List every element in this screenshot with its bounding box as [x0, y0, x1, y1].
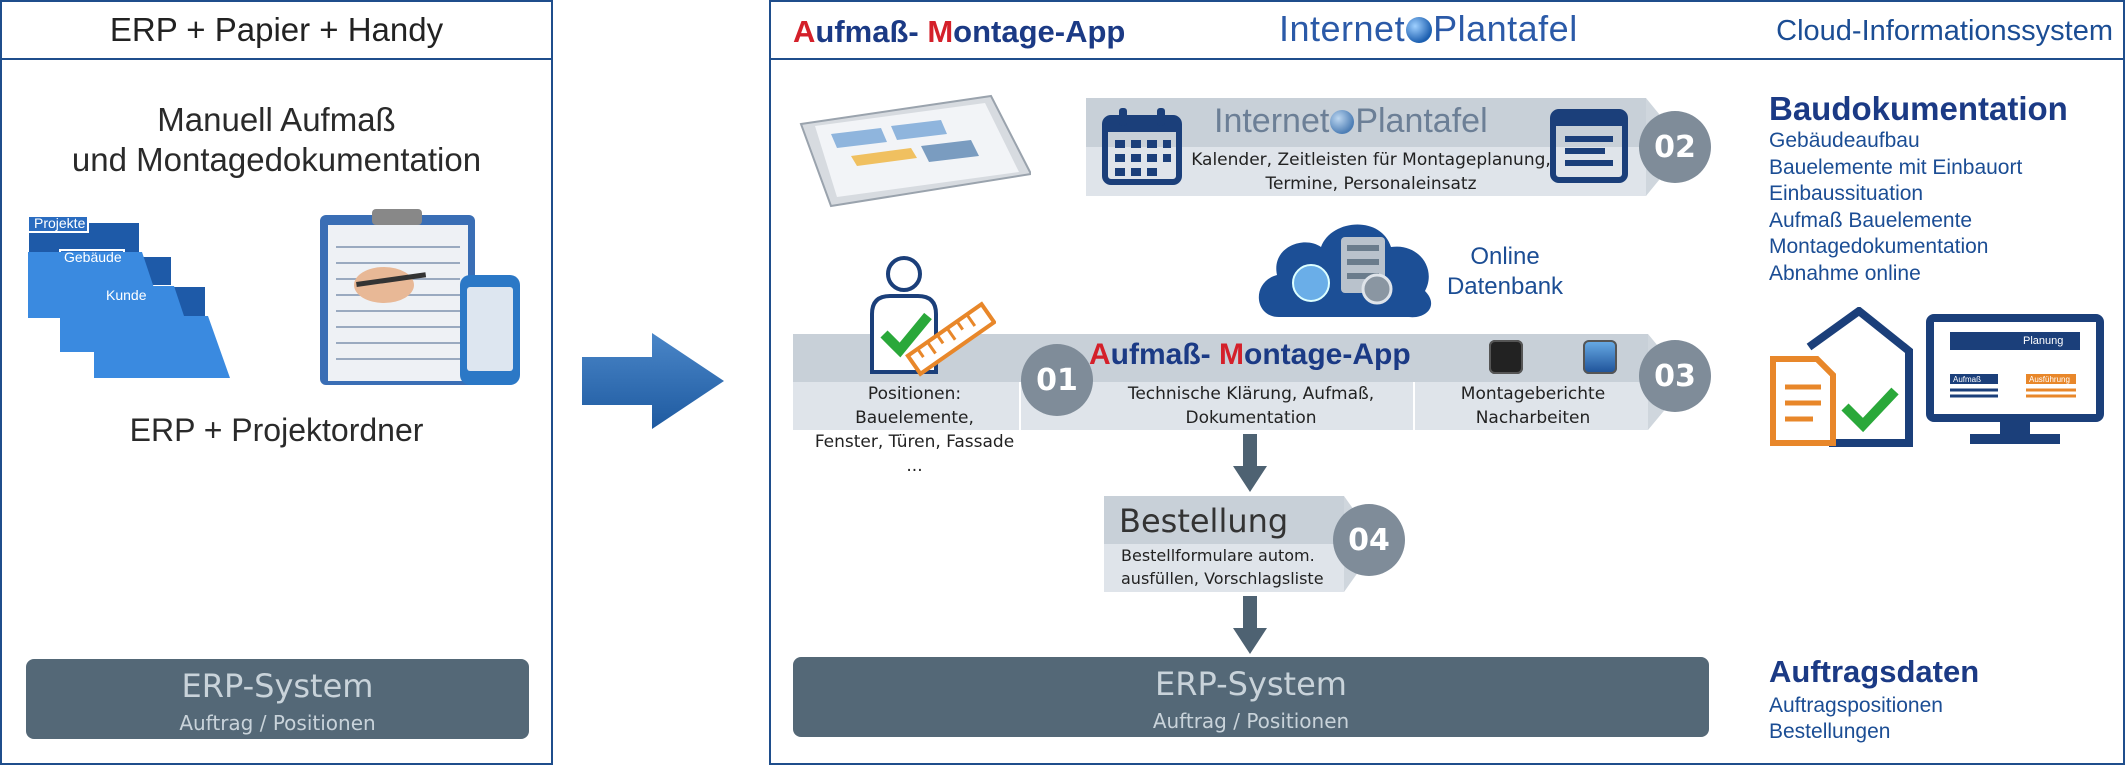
left-erp-title: ERP-System [181, 667, 374, 705]
database-label-line1: Online [1470, 243, 1540, 270]
monitor-label-aufmass: Aufmaß [1953, 375, 1982, 384]
step-number-02: 02 [1639, 111, 1711, 183]
folder-label-kunde: Kunde [106, 287, 147, 303]
header-brand-part1: Internet [1279, 8, 1406, 49]
app-bar-mid-text: Technische Klärung, Aufmaß, Dokumentatio… [1101, 382, 1401, 430]
auftrag-list: Auftragspositionen Bestellungen [1769, 693, 1943, 745]
header-app-app: App [1065, 14, 1126, 49]
app-bar-title-app: App [1352, 338, 1411, 371]
baudoku-item-5: Montagedokumentation [1769, 235, 1989, 258]
app-bar-title-a: A [1089, 338, 1111, 371]
bestellung-text: Bestellformulare autom. ausfüllen, Vorsc… [1121, 544, 1324, 590]
header-app-ufmass: ufmaß- [815, 14, 928, 49]
baudoku-item-2: Bauelemente mit Einbauort [1769, 155, 2023, 179]
person-measure-icon [870, 256, 996, 377]
globe-icon [1406, 17, 1433, 43]
plantafel-brand-part2: Plantafel [1355, 102, 1488, 140]
monitor-label-planung: Planung [2023, 335, 2064, 347]
left-panel-header: ERP + Papier + Handy [2, 2, 551, 60]
plantafel-desc-line2: Termine, Personaleinsatz [1265, 174, 1477, 194]
app-bar-left-line1: Positionen: Bauelemente, [855, 384, 974, 428]
left-erp-subtitle: Auftrag / Positionen [179, 711, 376, 735]
app-bar-title-ufmass: ufmaß- [1110, 338, 1219, 371]
left-title-line2: und Montagedokumentation [71, 141, 482, 178]
plantafel-brand-part1: Internet [1214, 102, 1330, 140]
left-caption: ERP + Projektordner [129, 412, 424, 448]
baudoku-list: Gebäudeaufbau Bauelemente mit Einbauort … [1769, 128, 2022, 287]
right-erp-subtitle: Auftrag / Positionen [1152, 709, 1350, 733]
header-brand-part2: Plantafel [1433, 8, 1578, 49]
clipboard-phone-icon [320, 209, 520, 385]
tablet-icon [799, 94, 1031, 208]
bestellung-title: Bestellung [1119, 502, 1289, 540]
house-document-icon [1770, 307, 1913, 447]
plantafel-description: Kalender, Zeitleisten für Montageplanung… [1186, 148, 1556, 196]
app-bar-right-line1: Montageberichte [1460, 384, 1606, 404]
header-cloud-title: Cloud-Informationssystem [1776, 15, 2113, 47]
header-app-a: A [793, 14, 816, 49]
app-bar-mid-line1: Technische Klärung, Aufmaß, [1127, 384, 1375, 404]
auftrag-item-1: Auftragspositionen [1769, 694, 1943, 717]
edit-app-icon [1489, 340, 1523, 374]
calendar-icon [1102, 108, 1182, 185]
auftrag-title: Auftragsdaten [1769, 654, 1980, 689]
baudoku-title: Baudokumentation [1769, 90, 2068, 127]
baudoku-item-3: Einbaussituation [1769, 182, 1924, 205]
app-bar-mid-line2: Dokumentation [1185, 408, 1317, 428]
bestellung-line1: Bestellformulare autom. [1121, 546, 1315, 565]
monitor-icon [1926, 314, 2104, 444]
document-list-icon [1550, 109, 1628, 183]
left-erp-system-box: ERP-System Auftrag / Positionen [26, 659, 529, 739]
app-bar-left-line2: Fenster, Türen, Fassade ... [814, 432, 1015, 476]
database-label-line2: Datenbank [1446, 273, 1564, 300]
left-panel: ERP + Papier + Handy Manuell Aufmaß und … [0, 0, 553, 765]
monitor-label-ausfuehrung: Ausführung [2029, 375, 2070, 384]
app-bar-left-text: Positionen: Bauelemente, Fenster, Türen,… [807, 382, 1022, 478]
right-panel-header: Aufmaß- Montage-App Internet Plantafel Cl… [771, 2, 2123, 60]
step-number-01: 01 [1021, 344, 1093, 416]
app-bar-right-text: Montageberichte Nacharbeiten [1433, 382, 1633, 430]
plantafel-brand: Internet Plantafel [1214, 102, 1488, 141]
transition-arrow [582, 333, 724, 429]
header-app-m: M [927, 14, 954, 49]
folders-icon [27, 215, 230, 379]
left-title-line1: Manuell Aufmaß [157, 101, 396, 138]
plantafel-globe-icon [1330, 110, 1355, 134]
app-bar-divider-1 [1019, 382, 1021, 430]
folder-label-gebaeude: Gebäude [64, 249, 122, 265]
bestellung-line2: ausfüllen, Vorschlagsliste [1121, 569, 1324, 588]
database-cloud-icon [1258, 224, 1432, 318]
folder-label-projekte: Projekte [34, 215, 86, 231]
baudoku-item-6: Abnahme online [1769, 261, 1921, 285]
left-panel-title: Manuell Aufmaß und Montagedokumentation [2, 100, 551, 180]
baudoku-item-4: Aufmaß Bauelemente [1769, 208, 1973, 232]
camera-app-icon [1583, 340, 1617, 374]
header-brand: Internet Plantafel [1279, 8, 1578, 50]
down-arrow-2 [1233, 596, 1267, 654]
header-app-title: Aufmaß- Montage-App [793, 14, 1125, 50]
plantafel-desc-line1: Kalender, Zeitleisten für Montageplanung… [1191, 150, 1551, 170]
right-erp-title: ERP-System [1155, 665, 1347, 703]
database-label: Online Datenbank [1435, 242, 1575, 302]
down-arrow-1 [1233, 434, 1267, 492]
baudoku-item-1: Gebäudeaufbau [1769, 129, 1920, 152]
app-bar-divider-2 [1413, 382, 1415, 430]
auftrag-item-2: Bestellungen [1769, 720, 1891, 743]
app-bar-title-ontage: ontage- [1244, 338, 1353, 371]
app-bar-right-line2: Nacharbeiten [1475, 408, 1591, 428]
app-bar-title-m: M [1219, 338, 1244, 371]
left-panel-header-text: ERP + Papier + Handy [109, 11, 444, 48]
step-number-03: 03 [1639, 340, 1711, 412]
right-erp-system-box: ERP-System Auftrag / Positionen [793, 657, 1709, 737]
bestellung-box [1104, 496, 1344, 592]
header-app-ontage: ontage- [953, 14, 1066, 49]
app-bar-title: Aufmaß- Montage-App [1089, 338, 1411, 372]
step-number-04: 04 [1333, 504, 1405, 576]
